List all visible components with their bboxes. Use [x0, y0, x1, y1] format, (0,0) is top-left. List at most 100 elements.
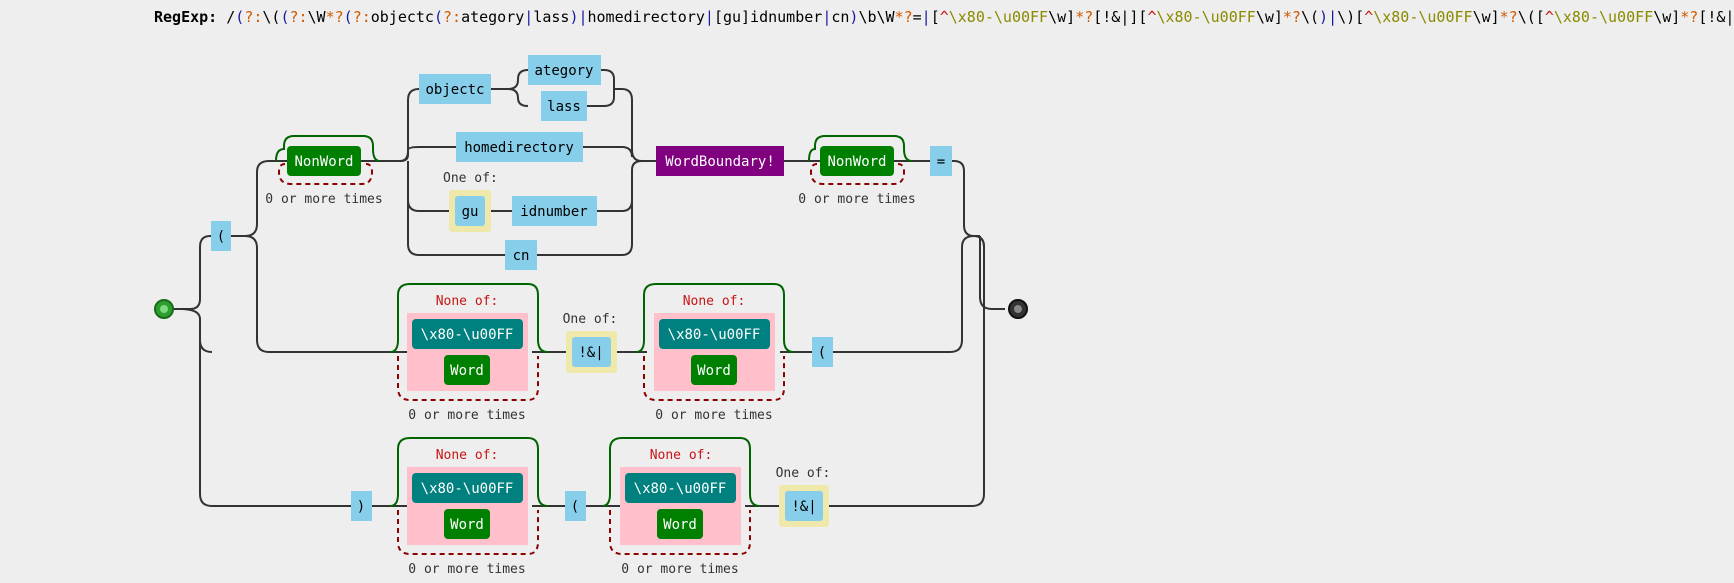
- noneof-1-label: None of:: [436, 294, 499, 309]
- ategory-label: ategory: [534, 63, 593, 79]
- regex-token: [: [1138, 8, 1148, 26]
- node-gu-set: gu: [449, 190, 491, 232]
- regex-token: ): [569, 8, 579, 26]
- node-nonword-1: NonWord: [287, 146, 361, 176]
- regex-token: ?:: [289, 8, 308, 26]
- regex-token: (: [235, 8, 245, 26]
- regex-token: \): [1337, 8, 1356, 26]
- node-charset-2: \x80-\u00FF Word: [654, 313, 775, 391]
- regex-token: \(: [1517, 8, 1536, 26]
- regex-token: \x80-\u00FF: [1373, 8, 1473, 26]
- charset-1-range: \x80-\u00FF: [421, 327, 514, 343]
- node-bang-set-mid: !&|: [566, 331, 617, 373]
- regex-token: ^: [1364, 8, 1374, 26]
- regex-pattern: /(?:\((?:\W*?(?:objectc(?:ategory|lass)|…: [226, 8, 1734, 26]
- regex-token: homedirectory: [587, 8, 705, 26]
- start-node-highlight: [160, 305, 168, 313]
- objectc-label: objectc: [425, 82, 484, 98]
- charset-4-range: \x80-\u00FF: [634, 481, 727, 497]
- regex-token: |: [704, 8, 714, 26]
- charset-4-repeat: 0 or more times: [621, 562, 738, 577]
- node-nonword-2: NonWord: [820, 146, 894, 176]
- charset-2-range: \x80-\u00FF: [668, 327, 761, 343]
- node-lass: lass: [541, 91, 587, 121]
- charset-2-word: Word: [697, 363, 731, 379]
- word-boundary-label: WordBoundary!: [665, 154, 775, 170]
- charset-3-range: \x80-\u00FF: [421, 481, 514, 497]
- regex-token: |: [822, 8, 832, 26]
- regex-token: |: [578, 8, 588, 26]
- regex-token: [gu]idnumber: [713, 8, 823, 26]
- cn-label: cn: [513, 248, 530, 264]
- node-idnumber: idnumber: [512, 196, 597, 226]
- open-paren-bottom-label: (: [571, 499, 579, 515]
- regex-token: \x80-\u00FF: [1553, 8, 1654, 26]
- bang-mid-label: !&|: [578, 345, 603, 361]
- regex-token: [: [930, 8, 940, 26]
- node-word-boundary: WordBoundary!: [656, 146, 784, 176]
- regex-token: ): [849, 8, 859, 26]
- regex-token: ?:: [352, 8, 371, 26]
- regex-token: \(: [262, 8, 281, 26]
- regex-token: objectc: [370, 8, 434, 26]
- regex-token: cn: [831, 8, 850, 26]
- regex-token: [: [1535, 8, 1545, 26]
- homedirectory-label: homedirectory: [464, 140, 574, 156]
- oneof-mid-label: One of:: [563, 312, 618, 327]
- regex-token: *?: [894, 8, 913, 26]
- noneof-2-label: None of:: [683, 294, 746, 309]
- regex-token: \w]: [1048, 8, 1076, 26]
- nonword-2-repeat: 0 or more times: [798, 192, 915, 207]
- regex-token: *?: [1282, 8, 1301, 26]
- regex-token: ): [1319, 8, 1329, 26]
- regex-token: *?: [1680, 8, 1699, 26]
- node-open-paren-bottom: (: [565, 491, 586, 521]
- equals-label: =: [937, 154, 945, 170]
- open-paren-mid-label: (: [818, 345, 826, 361]
- noneof-4-label: None of:: [650, 448, 713, 463]
- regex-token: |: [921, 8, 931, 26]
- charset-2-repeat: 0 or more times: [655, 408, 772, 423]
- regex-token: lass: [533, 8, 570, 26]
- node-open-paren-mid: (: [812, 337, 833, 367]
- node-close-paren: ): [351, 491, 372, 521]
- open-paren-label: (: [217, 229, 225, 245]
- oneof-bottom-label: One of:: [776, 466, 831, 481]
- regex-token: (: [280, 8, 290, 26]
- lass-label: lass: [547, 99, 581, 115]
- regex-token: \w]: [1255, 8, 1283, 26]
- charset-1-repeat: 0 or more times: [408, 408, 525, 423]
- regex-token: ?:: [443, 8, 462, 26]
- regex-token: *?: [1499, 8, 1518, 26]
- regex-token: *?: [1075, 8, 1094, 26]
- regex-token: [!&|]: [1698, 8, 1734, 26]
- charset-3-repeat: 0 or more times: [408, 562, 525, 577]
- regex-token: (: [343, 8, 353, 26]
- node-open-paren-top: (: [211, 221, 231, 251]
- node-bang-set-bottom: !&|: [779, 485, 829, 527]
- node-equals: =: [930, 146, 952, 176]
- oneof-gu-label: One of:: [443, 171, 498, 186]
- charset-3-word: Word: [450, 517, 484, 533]
- regex-token: |: [1328, 8, 1338, 26]
- nonword-1-repeat: 0 or more times: [265, 192, 382, 207]
- node-homedirectory: homedirectory: [456, 132, 583, 162]
- regex-token: [: [1355, 8, 1365, 26]
- node-charset-3: \x80-\u00FF Word: [407, 467, 528, 545]
- gu-label: gu: [462, 204, 479, 220]
- regex-token: \b\W: [858, 8, 895, 26]
- node-ategory: ategory: [528, 55, 601, 85]
- close-paren-label: ): [357, 499, 365, 515]
- idnumber-label: idnumber: [520, 204, 587, 220]
- connector-lines: [164, 69, 1005, 507]
- regex-token: \x80-\u00FF: [948, 8, 1049, 26]
- node-charset-4: \x80-\u00FF Word: [620, 467, 741, 545]
- regex-token: ategory: [461, 8, 525, 26]
- regex-token: [!&|]: [1093, 8, 1139, 26]
- regex-label: RegExp:: [154, 8, 218, 26]
- regex-token: /: [226, 8, 236, 26]
- regex-token: \w]: [1472, 8, 1500, 26]
- regex-token: ^: [939, 8, 949, 26]
- regex-token: ?:: [244, 8, 263, 26]
- regex-token: (: [433, 8, 443, 26]
